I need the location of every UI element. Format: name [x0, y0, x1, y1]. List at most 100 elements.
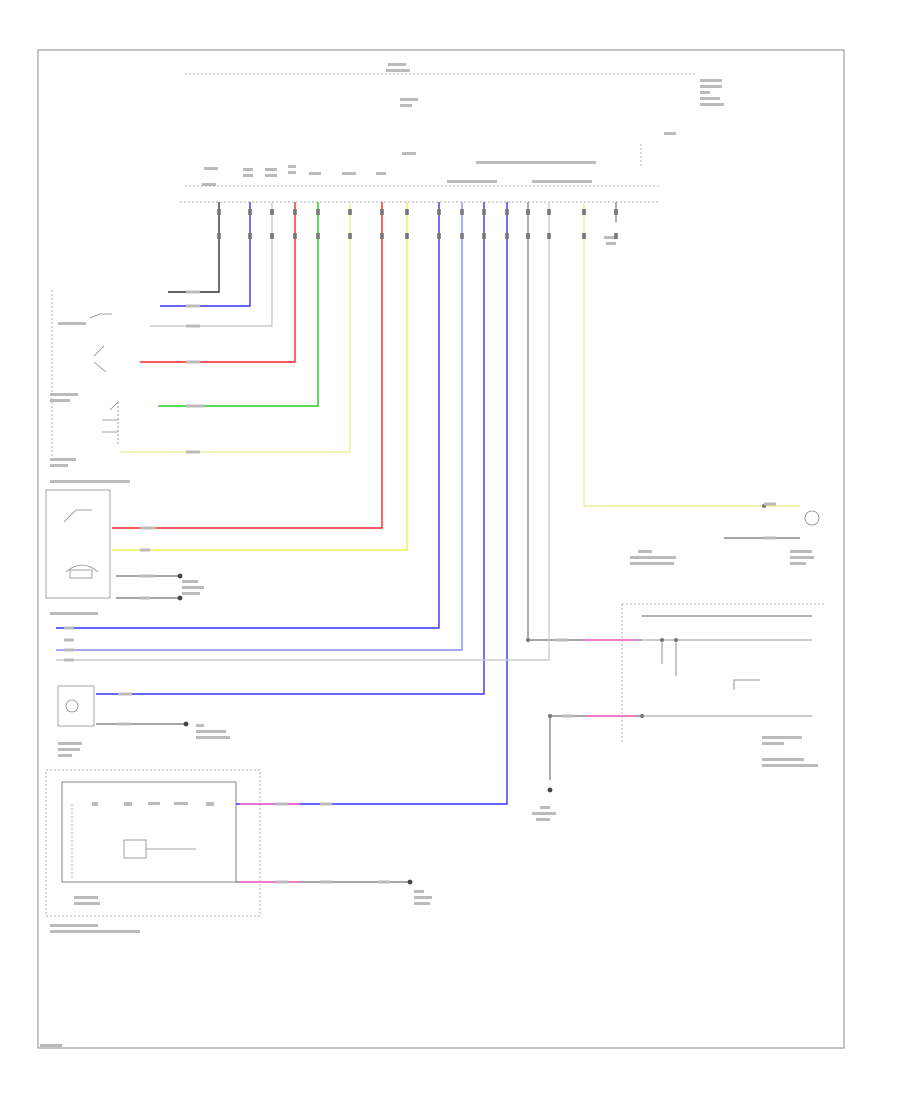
connector-pin-9-1	[460, 233, 464, 239]
wire-label-mark-5	[186, 450, 200, 454]
wire-label-mark-10	[64, 626, 74, 630]
wire-label-mark-15	[118, 722, 130, 726]
left-front-lamp-bulb	[65, 699, 79, 713]
wire-yellow-1	[120, 202, 351, 453]
connector-pin-11-0	[505, 209, 509, 215]
wire-label-mark-18	[276, 880, 288, 884]
splice-dot-4	[674, 638, 678, 642]
wire-violet-1	[56, 202, 463, 651]
connector-pin-3-1	[293, 233, 297, 239]
wire-green-1	[158, 202, 319, 407]
connector-pin-7-1	[405, 233, 409, 239]
connector-pin-2-0	[270, 209, 274, 215]
connector-pin-11-1	[505, 233, 509, 239]
diagram-id-mark	[40, 1044, 62, 1047]
hazard-switch-internals	[63, 509, 99, 579]
wire-red-2	[112, 202, 383, 529]
connector-pin-15-0	[614, 209, 618, 215]
connector-pin-14-0	[582, 209, 586, 215]
connector-pin-6-0	[380, 209, 384, 215]
connector-pin-7-0	[405, 209, 409, 215]
wire-blue-2	[56, 202, 440, 629]
wire-blue-4	[236, 202, 508, 805]
header-label-marks	[386, 63, 724, 164]
switch-contacts	[89, 313, 119, 446]
wire-label-mark-6	[140, 526, 156, 530]
wire-label-mark-4	[186, 404, 204, 408]
wire-label-mark-13	[64, 658, 74, 662]
connector-pin-12-1	[526, 233, 530, 239]
wire-label-mark-2	[186, 324, 200, 328]
wire-label-mark-19	[320, 880, 332, 884]
wire-label-mark-23	[764, 536, 776, 540]
right-mirror-internals	[642, 639, 812, 717]
wire-gray-1	[150, 202, 273, 327]
connector-pin-8-0	[437, 209, 441, 215]
wire-label-mark-11	[64, 638, 74, 642]
connector-pin-4-0	[316, 209, 320, 215]
ground-point-2	[547, 787, 553, 793]
connector-pin-13-0	[547, 209, 551, 215]
connector-pin-3-0	[293, 209, 297, 215]
wire-label-mark-16	[276, 802, 288, 806]
connector-pin-12-0	[526, 209, 530, 215]
wire-gray-2	[527, 202, 642, 641]
diagram-frame	[37, 49, 845, 1049]
hazard-switch-box	[45, 489, 111, 599]
connector-pin-5-0	[348, 209, 352, 215]
connector-pin-13-1	[547, 233, 551, 239]
combination-switch-label-marks	[50, 322, 86, 467]
wire-label-mark-14	[118, 692, 132, 696]
wire-label-mark-24	[764, 502, 776, 506]
connector-pin-1-0	[248, 209, 252, 215]
wire-label-mark-7	[140, 548, 150, 552]
right-front-turn-lamp	[804, 510, 820, 526]
connector-pin-10-0	[482, 209, 486, 215]
connector-pin-10-1	[482, 233, 486, 239]
connector-pin-5-1	[348, 233, 352, 239]
ground-point-0	[183, 721, 189, 727]
wire-label-mark-3	[186, 360, 200, 364]
wire-group	[56, 202, 800, 883]
wire-black-1	[168, 202, 220, 293]
wire-label-mark-22	[562, 714, 574, 718]
connector-pin-4-1	[316, 233, 320, 239]
left-mirror-inner-box	[61, 781, 237, 883]
hazard-switch-title	[50, 480, 130, 483]
wire-label-mark-1	[186, 304, 200, 308]
connector-pin-8-1	[437, 233, 441, 239]
hazard-warning-switch-label	[50, 612, 98, 615]
wire-gray-3	[56, 202, 550, 661]
column-header-marks	[202, 165, 592, 186]
wire-gray-10	[549, 715, 556, 780]
left-front-turn-lamp-box	[57, 685, 95, 727]
connector-pin-2-1	[270, 233, 274, 239]
splice-dot-5	[640, 714, 644, 718]
wire-yellow-2	[112, 202, 408, 551]
wire-label-mark-21	[556, 638, 568, 642]
wire-label-mark-9	[140, 596, 150, 600]
connector-pin-0-0	[217, 209, 221, 215]
left-mirror-outer-box	[45, 769, 261, 917]
node-group	[64, 209, 776, 885]
splice-dot-3	[660, 638, 664, 642]
connector-pin-15-1	[614, 233, 618, 239]
wire-blue-3	[96, 202, 485, 695]
wire-blue-1	[160, 202, 251, 307]
left-mirror-label-marks	[50, 802, 214, 933]
connector-pin-1-1	[248, 233, 252, 239]
ground-point-1	[407, 879, 413, 885]
left-front-lamp-label-marks	[58, 742, 82, 757]
wire-label-mark-8	[140, 574, 154, 578]
connector-pin-6-1	[380, 233, 384, 239]
splice-dot-0	[526, 638, 530, 642]
wire-lightyellow-2	[583, 202, 800, 507]
connector-pin-9-0	[460, 209, 464, 215]
right-mirror-label-marks	[762, 736, 818, 767]
right-front-lamp-label-marks	[604, 236, 814, 565]
ground-point-3	[177, 573, 183, 579]
wire-label-mark-20	[378, 880, 390, 884]
wire-label-mark-12	[64, 648, 74, 652]
